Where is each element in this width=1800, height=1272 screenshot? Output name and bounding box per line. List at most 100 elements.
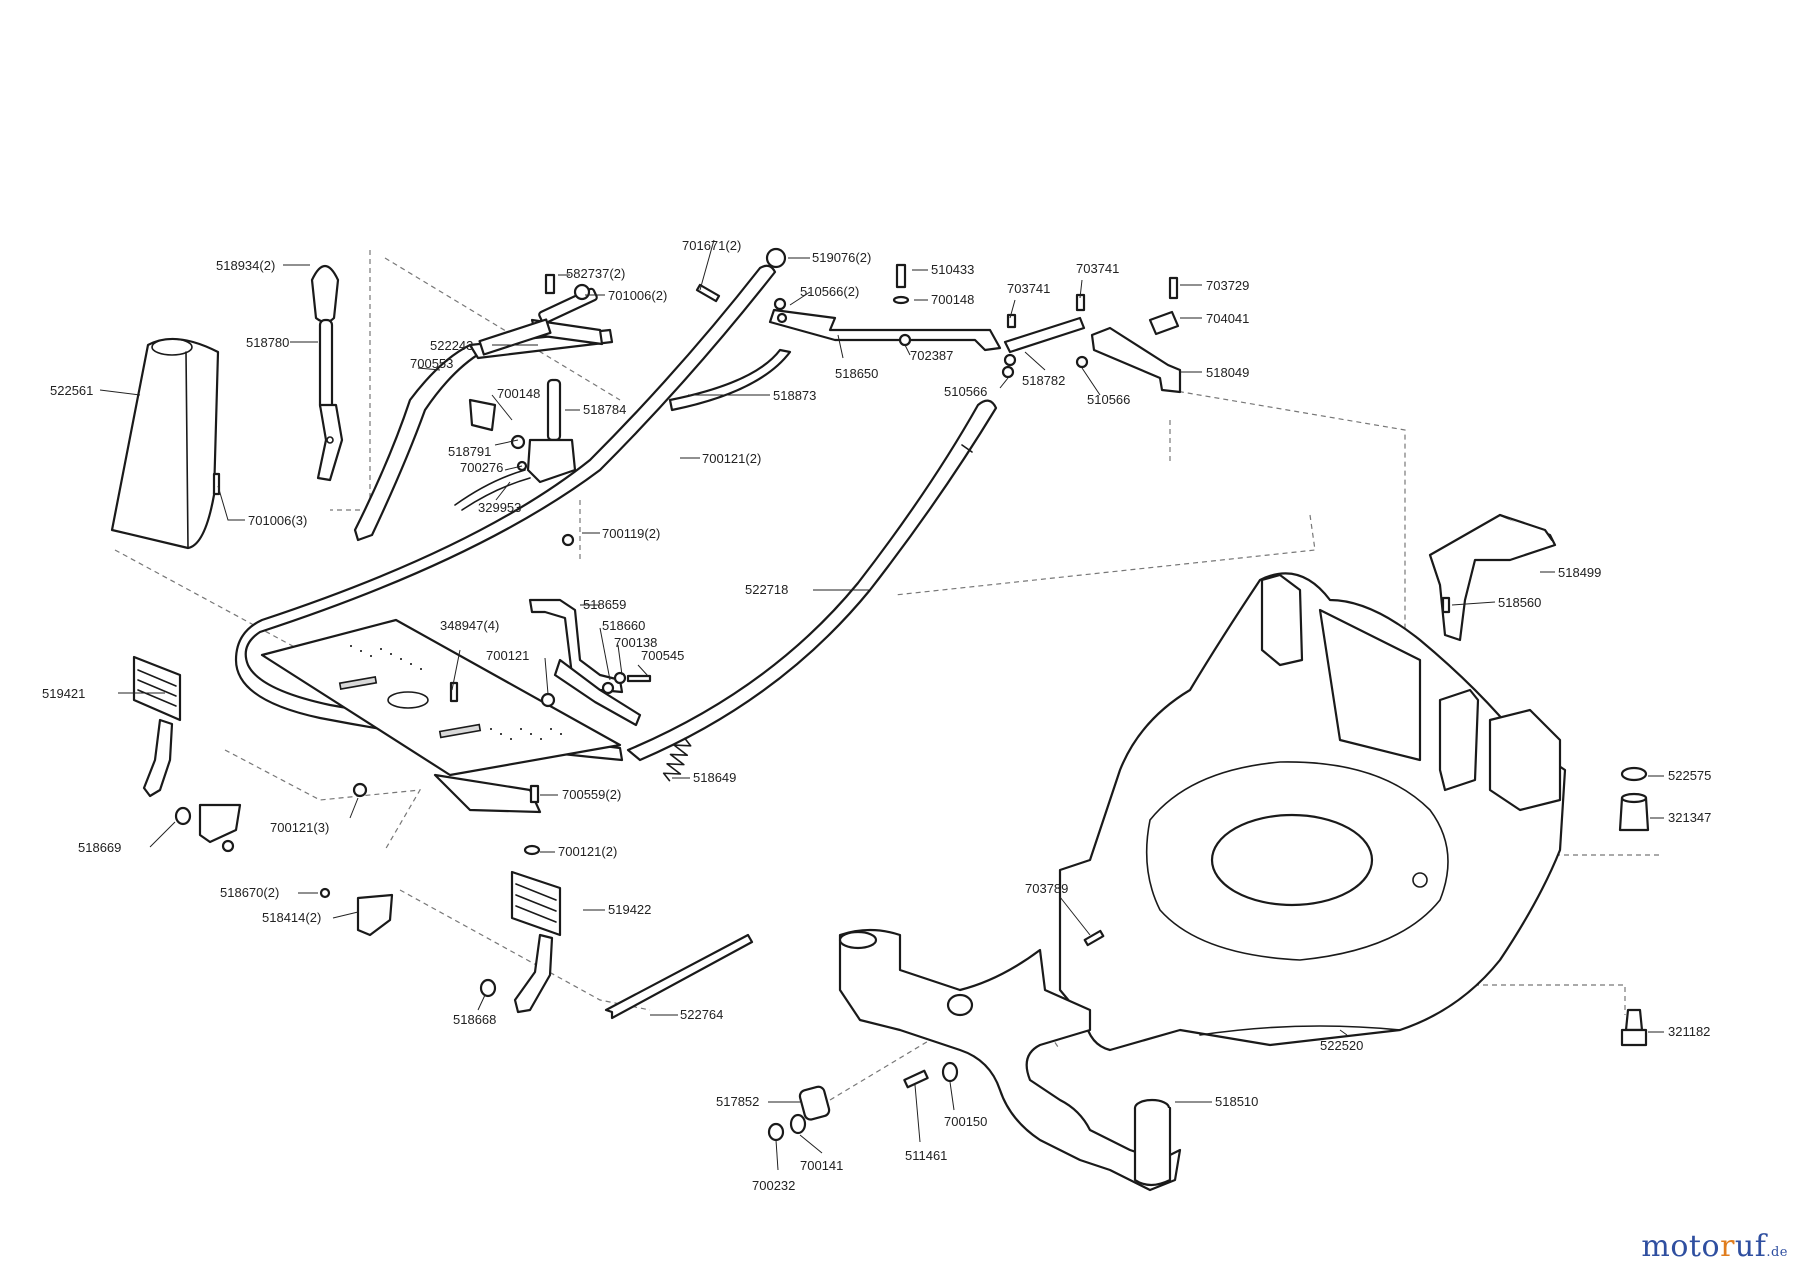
label-518049: 518049 [1206, 365, 1249, 380]
label-522764: 522764 [680, 1007, 723, 1022]
bracket-518414a [198, 803, 242, 844]
logo-part-1: moto [1641, 1229, 1721, 1264]
label-321182: 321182 [1668, 1024, 1710, 1039]
label-701671: 701671(2) [682, 238, 741, 253]
label-700121b: 700121 [486, 648, 529, 663]
label-518669: 518669 [78, 840, 121, 855]
label-703729: 703729 [1206, 278, 1249, 293]
label-700232: 700232 [752, 1178, 795, 1193]
label-518934: 518934(2) [216, 258, 275, 273]
label-522718: 522718 [745, 582, 788, 597]
label-522575: 522575 [1668, 768, 1711, 783]
rod-518650 [768, 308, 1002, 352]
label-518660: 518660 [602, 618, 645, 633]
shift-lever-assembly [310, 264, 344, 482]
label-702387: 702387 [910, 348, 953, 363]
label-700545: 700545 [641, 648, 684, 663]
label-700121a: 700121(2) [702, 451, 761, 466]
nut-700232 [767, 1122, 785, 1142]
label-510566c: 510566 [1087, 392, 1130, 407]
nut-700121d [523, 844, 541, 856]
screw-518560 [1441, 596, 1451, 614]
bolt-511461 [903, 1069, 929, 1089]
bolt-510433 [895, 263, 907, 289]
label-518873: 518873 [773, 388, 816, 403]
washer-700141 [789, 1113, 807, 1135]
logo-tld: .de [1766, 1245, 1788, 1260]
assembly-guide-lines [114, 250, 1660, 1101]
label-522561: 522561 [50, 383, 93, 398]
label-700276: 700276 [460, 460, 503, 475]
label-522520: 522520 [1320, 1038, 1363, 1053]
label-700559: 700559(2) [562, 787, 621, 802]
pedal-519422 [319, 870, 562, 1014]
levers-right [1001, 316, 1182, 394]
label-700553: 700553 [410, 356, 453, 371]
nut-510566b [1001, 365, 1015, 379]
bushing-518668 [479, 978, 497, 998]
label-703741a: 703741 [1007, 281, 1050, 296]
latch-bracket [528, 598, 652, 727]
screw-700559 [529, 784, 540, 804]
axle-bracket [838, 928, 1182, 1192]
bracket-518659 [528, 598, 624, 694]
pin-703789 [1083, 929, 1105, 947]
label-321347: 321347 [1668, 810, 1711, 825]
pin-701671 [695, 283, 721, 303]
handle-bar-left [353, 287, 614, 542]
label-518414: 518414(2) [262, 910, 321, 925]
nut-702387 [898, 333, 912, 347]
bolt-700545 [626, 674, 652, 683]
rod-522764 [604, 933, 754, 1020]
bracket-rod [546, 378, 562, 442]
nut-510566c [1075, 355, 1089, 369]
nut-700119 [561, 533, 575, 547]
screw-348947 [449, 681, 459, 703]
nut-700121c [352, 782, 368, 798]
label-700119: 700119(2) [602, 526, 660, 541]
label-700148a: 700148 [497, 386, 540, 401]
handle-arm [353, 343, 484, 542]
chassis-body [1058, 572, 1567, 1052]
label-582737: 582737(2) [566, 266, 625, 281]
lever-knob [310, 264, 340, 324]
part-labels: 518934(2) 518780 522561 701006(3) 582737… [42, 238, 1711, 1193]
label-510566b: 510566 [944, 384, 987, 399]
label-518670: 518670(2) [220, 885, 279, 900]
label-519076: 519076(2) [812, 250, 871, 265]
control-bracket [454, 378, 577, 547]
logo-part-2: r [1720, 1229, 1735, 1264]
washer-700138 [601, 681, 615, 695]
label-701006a: 701006(3) [248, 513, 307, 528]
bracket-518499 [1428, 513, 1557, 642]
label-700148b: 700148 [931, 292, 974, 307]
blade-opening [1210, 813, 1374, 907]
lever-shaft [318, 318, 334, 412]
tube-caps [695, 247, 787, 303]
mower-chassis [1058, 572, 1567, 1052]
label-518650: 518650 [835, 366, 878, 381]
lever-518049 [1090, 326, 1182, 394]
label-518784: 518784 [583, 402, 626, 417]
label-329953: 329953 [478, 500, 521, 515]
label-511461: 511461 [905, 1148, 947, 1163]
bushing-518669 [174, 806, 192, 826]
label-518791: 518791 [448, 444, 491, 459]
label-517852: 517852 [716, 1094, 759, 1109]
nut-701006 [573, 283, 591, 301]
bolt-582737 [544, 273, 556, 295]
label-518510: 518510 [1215, 1094, 1258, 1109]
label-518668: 518668 [453, 1012, 496, 1027]
label-518649: 518649 [693, 770, 736, 785]
mid-fasteners [352, 782, 541, 856]
label-701006b: 701006(2) [608, 288, 667, 303]
label-700138: 700138 [614, 635, 657, 650]
cap-519076 [765, 247, 787, 269]
lever-518782 [1003, 316, 1086, 354]
label-700150: 700150 [944, 1114, 987, 1129]
screw-703741a [1006, 313, 1017, 329]
label-703741b: 703741 [1076, 261, 1119, 276]
leader-lines [99, 239, 1664, 1171]
logo-part-3: uf [1734, 1229, 1767, 1264]
